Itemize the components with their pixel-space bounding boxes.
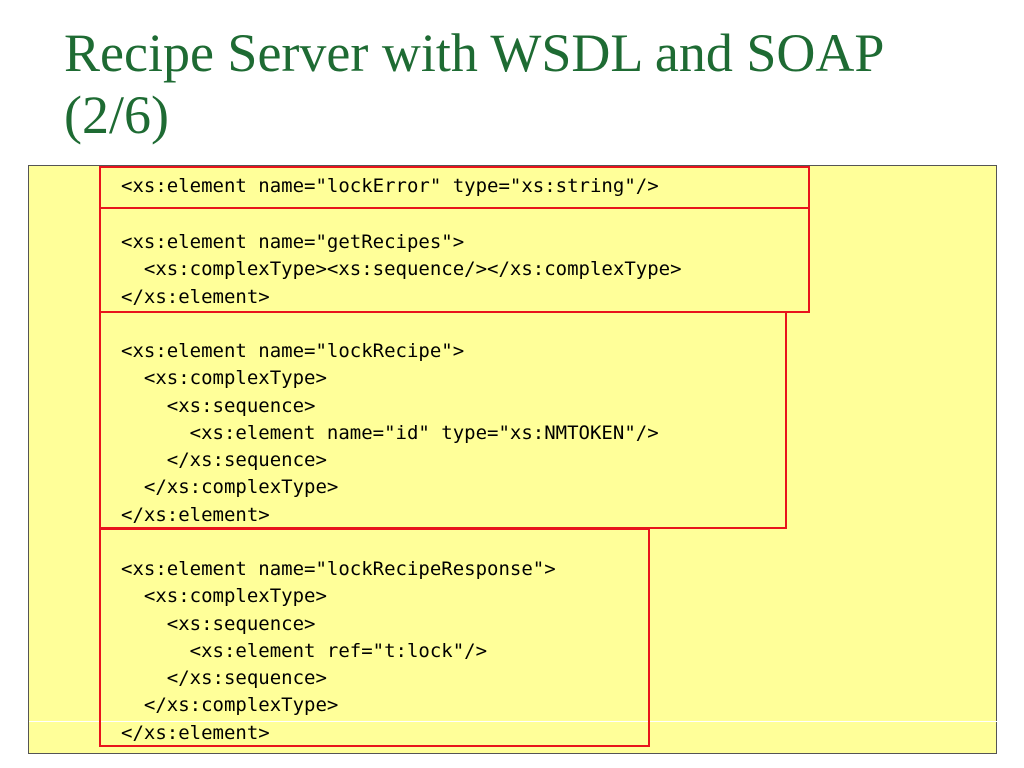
slide-title-line-2: (2/6) <box>64 85 169 145</box>
code-line: </xs:element> <box>121 721 270 744</box>
panel-divider <box>29 721 998 722</box>
code-line: <xs:element name="lockError" type="xs:st… <box>121 175 659 197</box>
code-block-lock-recipe-response: <xs:element name="lockRecipeResponse"> <… <box>99 528 650 747</box>
code-line: <xs:sequence> <box>121 612 316 635</box>
code-lines: <xs:element name="lockRecipe"> <xs:compl… <box>121 338 659 529</box>
code-line: </xs:sequence> <box>121 667 327 690</box>
code-block-lock-recipe: <xs:element name="lockRecipe"> <xs:compl… <box>99 311 787 529</box>
code-line: </xs:sequence> <box>121 449 327 472</box>
code-line: </xs:complexType> <box>121 694 339 717</box>
code-lines: <xs:element name="lockError" type="xs:st… <box>121 173 659 200</box>
code-line: <xs:complexType> <box>121 367 327 390</box>
code-line: </xs:element> <box>121 285 270 308</box>
code-line: <xs:element name="getRecipes"> <box>121 231 465 253</box>
code-line: </xs:complexType> <box>121 476 339 499</box>
slide-title-line-1: Recipe Server with WSDL and SOAP <box>64 23 885 83</box>
code-block-lock-error: <xs:element name="lockError" type="xs:st… <box>99 166 810 209</box>
code-line: <xs:element ref="t:lock"/> <box>121 639 488 662</box>
code-line: <xs:element name="lockRecipe"> <box>121 340 465 362</box>
slide-title: Recipe Server with WSDL and SOAP (2/6) <box>64 22 884 146</box>
code-line: <xs:element name="id" type="xs:NMTOKEN"/… <box>121 421 659 444</box>
code-block-get-recipes: <xs:element name="getRecipes"> <xs:compl… <box>99 207 810 313</box>
code-line: </xs:element> <box>121 503 270 526</box>
code-line: <xs:element name="lockRecipeResponse"> <box>121 558 556 580</box>
code-panel <box>28 165 998 754</box>
code-line: <xs:complexType><xs:sequence/></xs:compl… <box>121 258 682 281</box>
code-line: <xs:complexType> <box>121 585 327 608</box>
code-lines: <xs:element name="getRecipes"> <xs:compl… <box>121 229 682 311</box>
code-lines: <xs:element name="lockRecipeResponse"> <… <box>121 556 556 747</box>
code-line: <xs:sequence> <box>121 394 316 417</box>
